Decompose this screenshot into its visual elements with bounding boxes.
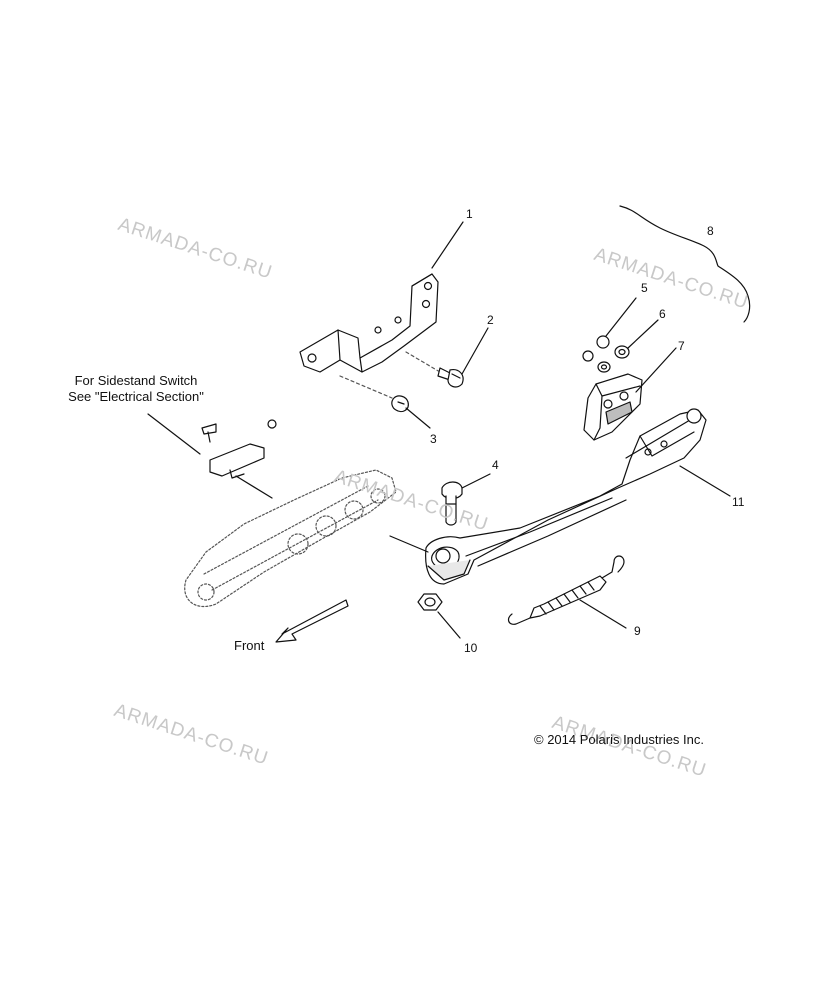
switch-leader bbox=[235, 475, 273, 499]
part-9-spring bbox=[507, 555, 625, 625]
part-11-sidestand bbox=[425, 408, 707, 585]
callout-1: 1 bbox=[466, 207, 473, 221]
part-4-pivot-bolt bbox=[441, 481, 463, 526]
part-5-cap bbox=[582, 335, 610, 362]
callout-4: 4 bbox=[492, 458, 499, 472]
leader-9 bbox=[579, 599, 627, 629]
callout-11: 11 bbox=[732, 495, 745, 509]
part-8-kit-brace bbox=[619, 205, 751, 323]
leader-5 bbox=[605, 297, 637, 337]
callout-7: 7 bbox=[678, 339, 685, 353]
leader-6 bbox=[627, 319, 659, 349]
sidestand-switch-note: For Sidestand Switch See "Electrical Sec… bbox=[48, 373, 224, 405]
part-7-foot-pad bbox=[583, 373, 643, 441]
copyright-notice: © 2014 Polaris Industries Inc. bbox=[534, 732, 704, 747]
part-2-bolt bbox=[405, 351, 464, 388]
phantom-frame-casting bbox=[184, 469, 397, 608]
pivot-leader bbox=[389, 535, 429, 553]
leader-1 bbox=[431, 221, 464, 269]
front-label: Front bbox=[234, 638, 265, 653]
callout-6: 6 bbox=[659, 307, 666, 321]
callout-3: 3 bbox=[430, 432, 437, 446]
callout-8: 8 bbox=[707, 224, 714, 238]
front-arrow-icon bbox=[275, 599, 349, 643]
note-leader bbox=[147, 413, 201, 455]
leader-2 bbox=[461, 327, 489, 375]
part-1-mounting-bracket bbox=[299, 273, 439, 373]
callout-9: 9 bbox=[634, 624, 641, 638]
callout-10: 10 bbox=[464, 641, 478, 655]
part-6-washer bbox=[597, 345, 630, 373]
leader-11 bbox=[679, 465, 731, 497]
callout-5: 5 bbox=[641, 281, 648, 295]
callout-2: 2 bbox=[487, 313, 494, 327]
part-10-nut bbox=[417, 593, 443, 611]
part-3-bolt bbox=[339, 375, 409, 413]
note-line-2: See "Electrical Section" bbox=[68, 389, 204, 404]
leader-4 bbox=[461, 473, 491, 489]
leader-7 bbox=[635, 347, 677, 393]
note-line-1: For Sidestand Switch bbox=[74, 373, 198, 388]
leader-10 bbox=[437, 611, 461, 639]
sidestand-switch bbox=[201, 419, 277, 479]
leader-3 bbox=[405, 407, 431, 429]
